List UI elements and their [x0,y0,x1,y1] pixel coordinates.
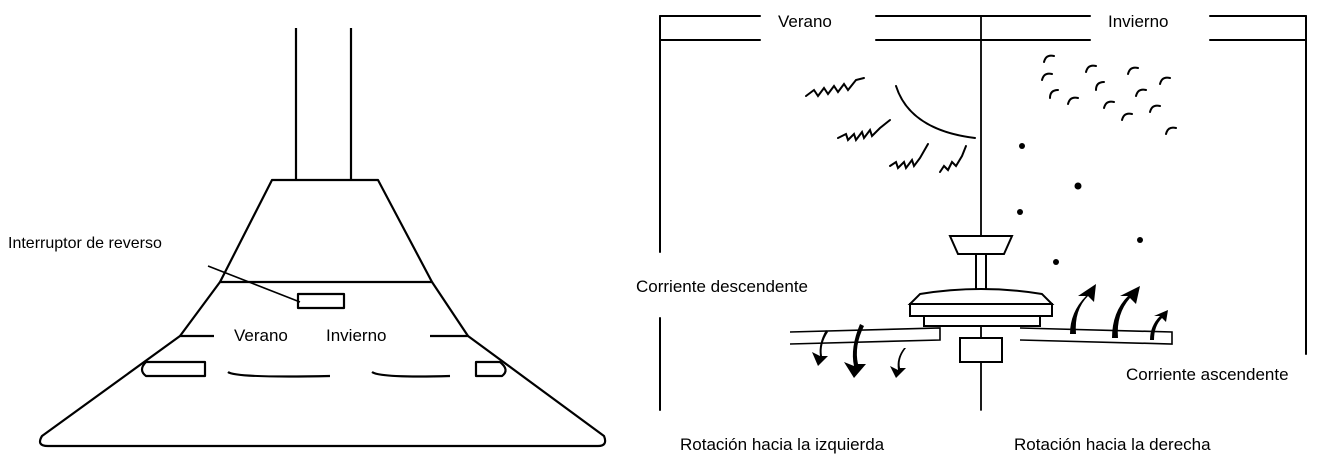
fan-canopy [948,235,1014,255]
fan-light [959,337,1003,363]
vent-slot-mid-left [227,371,331,378]
reverse-switch-label: Interruptor de reverso [8,235,162,252]
up-arrow-1 [1070,284,1096,334]
switch-winter-label: Invierno [326,326,387,345]
breeze-stroke-1 [805,77,865,98]
vent-slot-right [474,360,507,378]
fan-downrod [975,253,987,291]
vent-slot-left [140,360,207,378]
downdraft-label: Corriente descendente [636,277,809,296]
breeze-stroke-3 [889,143,929,171]
updraft-label: Corriente ascendente [1126,365,1289,384]
fan-blade-right [1019,327,1173,345]
up-arrow-3 [1150,310,1168,340]
down-arrow-1 [812,330,828,366]
summer-breeze-arc [895,85,976,139]
left-rotation-label: Rotación hacia la izquierda [680,435,885,454]
down-arrow-2 [844,324,866,378]
canopy-outline [218,178,434,284]
winter-curl-1 [1041,72,1053,81]
breeze-stroke-4 [939,145,967,173]
motor-body-outline [38,334,607,448]
switch-housing-outline [179,281,469,337]
right-rotation-label: Rotación hacia la derecha [1014,435,1211,454]
vent-slot-mid-right [371,371,451,378]
fan-housing-drawing [38,28,607,448]
fan-motor [907,288,1055,305]
switch-summer-label: Verano [234,326,288,345]
reverse-switch-leader [207,265,301,303]
down-arrow-3 [890,348,906,378]
reverse-switch [296,292,346,310]
winter-header-label: Invierno [1108,12,1169,31]
breeze-stroke-2 [837,119,891,143]
fan-blade-left [789,327,941,345]
summer-header-label: Verano [778,12,832,31]
up-arrow-2 [1112,286,1140,338]
